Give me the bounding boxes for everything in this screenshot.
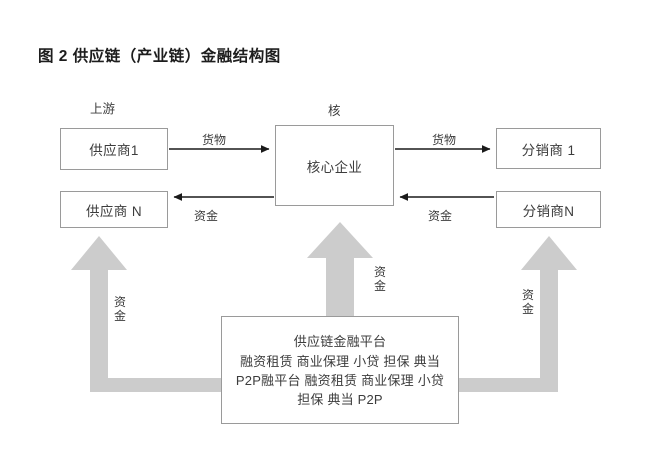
node-supplier-1-label: 供应商1 xyxy=(89,143,139,158)
node-supplier-n-label: 供应商 N xyxy=(86,203,142,219)
node-supply-chain-finance-platform[interactable]: 供应链金融平台 融资租赁 商业保理 小贷 担保 典当 P2P融平台 融资租赁 商… xyxy=(221,316,459,424)
node-distributor-1-label: 分销商 1 xyxy=(521,142,576,158)
page-title: 图 2 供应链（产业链）金融结构图 xyxy=(38,48,281,65)
gray-arrow-left xyxy=(71,236,221,392)
platform-line-1: 供应链金融平台 xyxy=(293,333,387,349)
node-core-enterprise[interactable]: 核心企业 xyxy=(275,125,394,206)
flow-label-funds-up-right: 资金 xyxy=(521,288,534,316)
node-distributor-n-label: 分销商N xyxy=(522,203,575,219)
node-distributor-n[interactable]: 分销商N xyxy=(496,191,601,228)
node-supplier-1[interactable]: 供应商1 xyxy=(60,128,168,170)
flow-label-goods-right: 货物 xyxy=(432,133,457,147)
flow-label-goods-left: 货物 xyxy=(202,133,227,147)
tier-label-core: 核 xyxy=(328,104,341,118)
platform-line-3: P2P融平台 融资租赁 商业保理 小贷 xyxy=(235,372,445,388)
node-supplier-n[interactable]: 供应商 N xyxy=(60,191,168,228)
node-core-enterprise-label: 核心企业 xyxy=(306,159,363,175)
platform-line-4: 担保 典当 P2P xyxy=(297,391,383,407)
tier-label-upstream: 上游 xyxy=(90,102,116,116)
gray-arrow-center xyxy=(307,222,373,316)
flow-label-funds-right: 资金 xyxy=(428,209,453,223)
flow-label-funds-left: 资金 xyxy=(194,209,219,223)
flow-label-funds-up-center: 资金 xyxy=(373,265,386,293)
platform-line-2: 融资租赁 商业保理 小贷 担保 典当 xyxy=(239,353,441,369)
gray-arrow-right xyxy=(459,236,577,392)
node-distributor-1[interactable]: 分销商 1 xyxy=(496,128,601,169)
flow-label-funds-up-left: 资金 xyxy=(113,295,126,323)
